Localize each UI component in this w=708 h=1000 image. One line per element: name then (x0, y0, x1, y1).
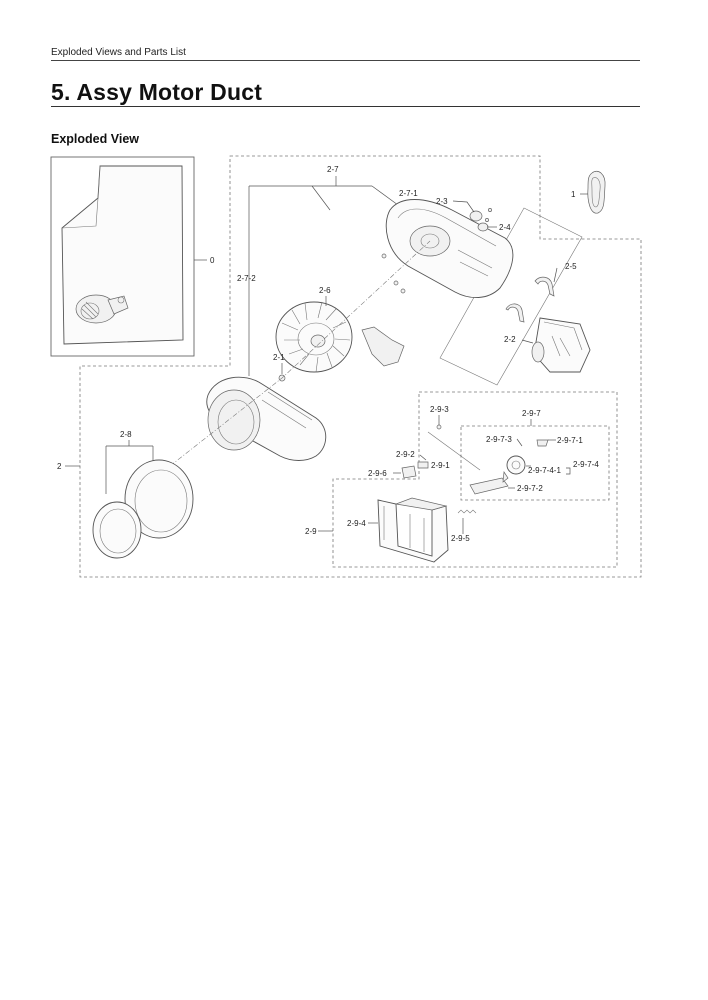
motor-part (531, 317, 591, 373)
actuator-part (469, 439, 549, 495)
callout-2-9-1: 2-9-1 (431, 461, 450, 470)
callout-2-9-7-4: 2-9-7-4 (573, 460, 599, 469)
page-title: 5. Assy Motor Duct (51, 79, 263, 105)
title-rule (51, 106, 640, 107)
spring-part (457, 509, 477, 514)
callout-2-9-7-1: 2-9-7-1 (557, 436, 583, 445)
ring-seal-part (92, 459, 194, 559)
motor-clip-part (505, 276, 555, 323)
micro-switch-part (401, 461, 429, 479)
assy-2-9-outline (332, 391, 618, 568)
running-head: Exploded Views and Parts List (51, 47, 186, 58)
callout-2-9: 2-9 (305, 527, 317, 536)
belt-part (587, 170, 606, 214)
callout-2-7-1: 2-7-1 (399, 189, 418, 198)
callout-2-9-5: 2-9-5 (451, 534, 470, 543)
callout-2-5: 2-5 (565, 262, 577, 271)
callout-2-7: 2-7 (327, 165, 339, 174)
callout-1: 1 (571, 190, 576, 199)
duct-housing-part (206, 376, 327, 461)
callout-2: 2 (57, 462, 62, 471)
callout-2-3: 2-3 (436, 197, 448, 206)
callout-2-9-2: 2-9-2 (396, 450, 415, 459)
callout-0: 0 (210, 256, 215, 265)
duct-cover-part (385, 199, 514, 298)
pulley-part (469, 208, 492, 232)
callout-2-9-7-3: 2-9-7-3 (486, 435, 512, 444)
dryer-cabinet-illustration (61, 165, 184, 345)
callout-2-1: 2-1 (273, 353, 285, 362)
callout-2-9-7-2: 2-9-7-2 (517, 484, 543, 493)
callout-2-7-2: 2-7-2 (237, 274, 256, 283)
callout-2-9-7-4-1: 2-9-7-4-1 (528, 466, 561, 475)
callout-2-6: 2-6 (319, 286, 331, 295)
section-title: Exploded View (51, 132, 139, 146)
callout-2-4: 2-4 (499, 223, 511, 232)
bracket-part (377, 497, 449, 563)
assy-2-outline (79, 155, 642, 578)
impeller-part (275, 301, 405, 373)
callout-2-9-7: 2-9-7 (522, 409, 541, 418)
callout-2-8: 2-8 (120, 430, 132, 439)
callout-2-9-6: 2-9-6 (368, 469, 387, 478)
assy-2-9-7-outline (460, 425, 610, 501)
callout-2-9-3: 2-9-3 (430, 405, 449, 414)
callout-2-2: 2-2 (504, 335, 516, 344)
callout-2-9-4: 2-9-4 (347, 519, 366, 528)
header-rule (51, 60, 640, 61)
